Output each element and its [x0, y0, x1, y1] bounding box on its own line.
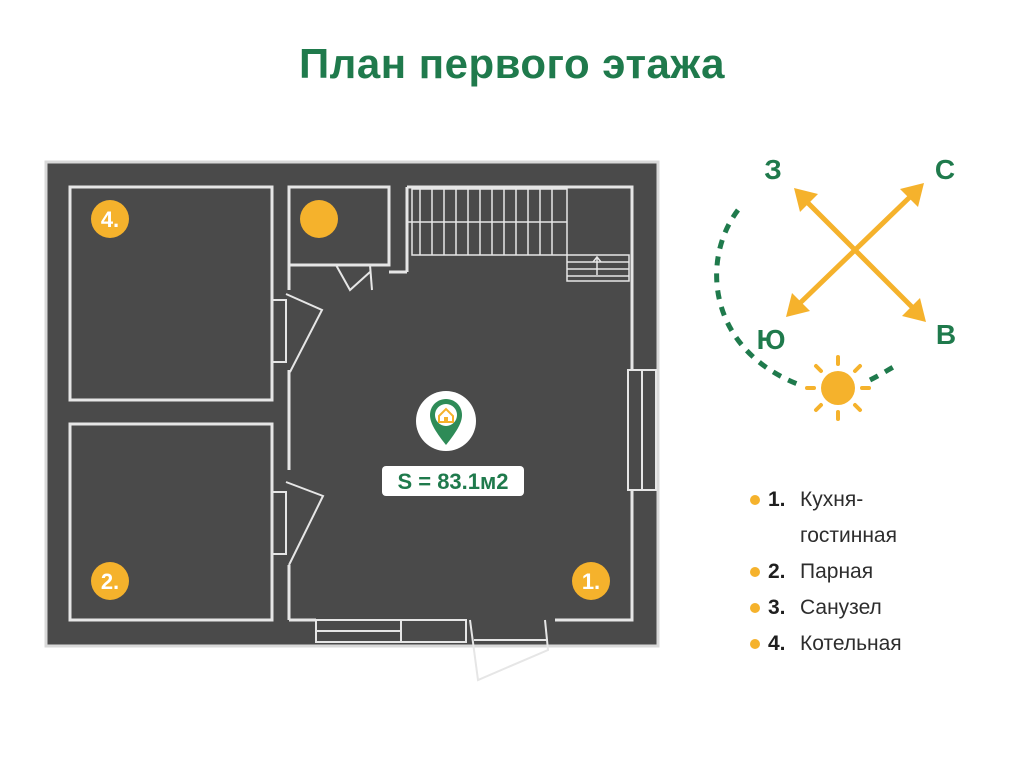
legend-label: Санузел — [800, 596, 882, 619]
room-badge-1: 1. — [572, 562, 610, 600]
compass-east-label: В — [936, 319, 956, 350]
main-room-walls — [287, 185, 634, 622]
sun-path-arc — [714, 208, 897, 388]
legend-item-1: 1. Кухня- гостинная — [750, 482, 1010, 554]
room-number-3: 4. — [101, 207, 119, 232]
compass-west-label: З — [764, 154, 782, 185]
legend-label: Котельная — [800, 632, 902, 655]
legend-number: 3. — [768, 596, 786, 619]
page-title: План первого этажа — [298, 40, 726, 87]
room-4-outline — [287, 185, 391, 267]
room-number-1: 1. — [582, 569, 600, 594]
area-label: S = 83.1м2 — [397, 469, 508, 494]
bullet-dot — [750, 567, 760, 577]
legend-label: Кухня- — [800, 488, 864, 511]
legend-number: 1. — [768, 488, 786, 511]
compass-north-label: С — [935, 154, 955, 185]
area-label-box — [382, 466, 524, 496]
location-pin-house-icon — [416, 391, 476, 451]
bullet-dot — [750, 603, 760, 613]
legend-label: Парная — [800, 560, 874, 583]
room-number-2: 2. — [101, 569, 119, 594]
room-legend: 1. Кухня- гостинная 2. Парная 3. Санузел… — [750, 482, 1010, 662]
doors — [271, 264, 550, 682]
bullet-dot — [750, 639, 760, 649]
room-badge-4 — [300, 200, 338, 238]
room-badge-2: 2. — [91, 562, 129, 600]
legend-label-line2: гостинная — [800, 524, 897, 547]
room-badge-3: 4. — [91, 200, 129, 238]
windows — [315, 369, 657, 643]
legend-item-3: 3. Санузел — [750, 590, 1010, 626]
building-outline — [44, 160, 660, 648]
legend-item-2: 2. Парная — [750, 554, 1010, 590]
sun-icon — [805, 355, 871, 421]
legend-number: 2. — [768, 560, 786, 583]
compass-south-label: Ю — [757, 324, 786, 355]
bullet-dot — [750, 495, 760, 505]
staircase — [407, 188, 630, 282]
compass-arrows-icon — [786, 183, 926, 322]
legend-number: 4. — [768, 632, 786, 655]
room-3-outline — [68, 185, 274, 402]
legend-item-4: 4. Котельная — [750, 626, 1010, 662]
